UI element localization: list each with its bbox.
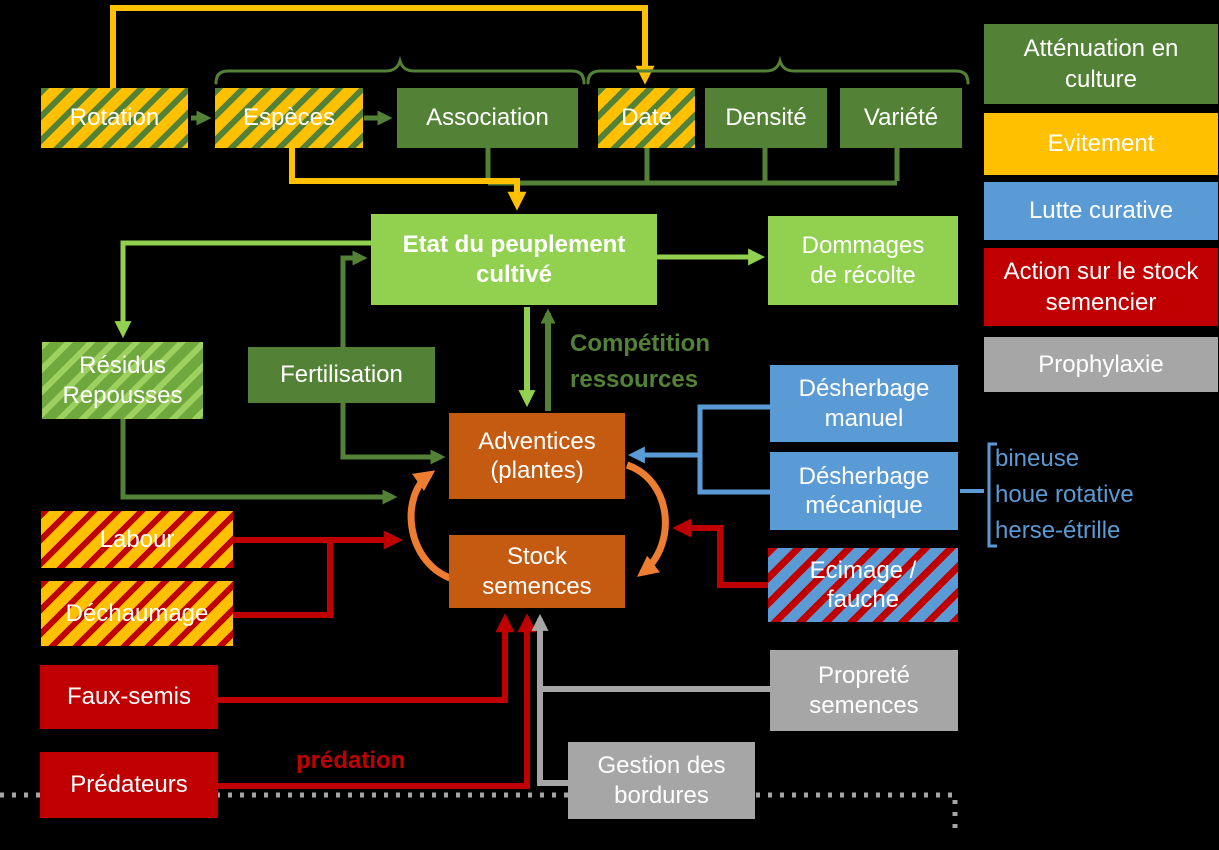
arrow-rotation-to-date (110, 5, 655, 88)
node-etat-peuplement: Etat du peuplement cultivé (371, 214, 657, 305)
predation-label: prédation (296, 747, 406, 774)
node-fertilisation: Fertilisation (248, 347, 435, 403)
arrow-proprete-gestion-to-stock (531, 613, 770, 786)
tools-bracket (987, 442, 997, 548)
node-desherbage-manuel: Désherbage manuel (770, 365, 958, 442)
arrow-fertilisation-to-etat (340, 250, 368, 347)
node-gestion-bordures: Gestion des bordures (568, 742, 755, 819)
node-faux-semis: Faux-semis (40, 665, 218, 729)
competition-ressources-label: Compétition ressources (570, 330, 710, 393)
node-ecimage-fauche: Ecimage / fauche (768, 548, 958, 622)
node-densite: Densité (705, 88, 827, 148)
legend-attenuation-en-culture: Atténuation en culture (984, 24, 1218, 104)
legend-prophylaxie: Prophylaxie (984, 337, 1218, 392)
legend-evitement: Evitement (984, 113, 1218, 175)
node-desherbage-mecanique: Désherbage mécanique (770, 452, 958, 530)
node-adventices: Adventices (plantes) (449, 413, 625, 499)
node-association: Association (397, 88, 578, 148)
node-especes: Espèces (215, 88, 363, 148)
node-proprete-semences: Propreté semences (770, 650, 958, 731)
mechanical-tools-list: bineuse houe rotative herse-étrille (995, 441, 1134, 549)
node-dommages-recolte: Dommages de récolte (768, 216, 958, 305)
node-rotation: Rotation (41, 88, 188, 148)
tool-herse-etrille: herse-étrille (995, 517, 1121, 544)
node-predateurs: Prédateurs (40, 752, 218, 818)
arrow-predateurs-to-stock (218, 613, 537, 789)
legend-action-stock-semencier: Action sur le stock semencier (984, 248, 1218, 326)
node-date: Date (598, 88, 695, 148)
arrow-desherbage-to-adventices (627, 404, 984, 495)
connector-toprow-to-etat (289, 148, 900, 211)
arrow-fauxsemis-to-stock (218, 613, 515, 703)
node-variete: Variété (840, 88, 962, 148)
node-labour: Labour (41, 511, 233, 568)
arrow-etat-to-residus (114, 240, 371, 339)
brace-date-densite-variete (586, 55, 970, 85)
arrow-labour-dechaumage-to-cycle (233, 530, 403, 618)
node-residus-repousses: Résidus Repousses (42, 342, 203, 419)
brace-especes-association (214, 55, 586, 85)
arrow-fertilisation-to-adventices (340, 403, 446, 465)
node-dechaumage: Déchaumage (41, 581, 233, 646)
arrow-residus-to-cycle (120, 419, 398, 505)
tool-houe-rotative: houe rotative (995, 481, 1134, 508)
arrow-ecimage-to-cycle (672, 518, 768, 588)
legend-lutte-curative: Lutte curative (984, 182, 1218, 240)
node-stock-semences: Stock semences (449, 535, 625, 608)
weed-cycle-arcs (407, 461, 669, 582)
tool-bineuse: bineuse (995, 445, 1080, 472)
